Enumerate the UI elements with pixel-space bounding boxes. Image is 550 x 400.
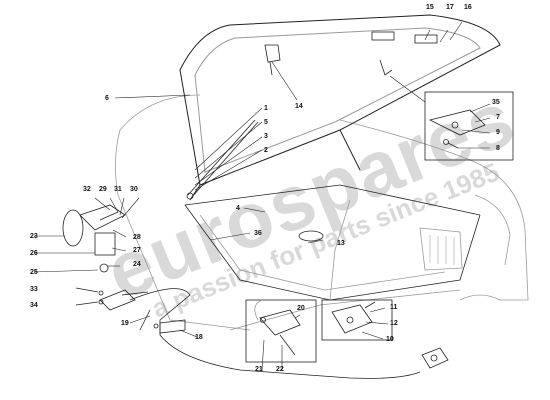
callout-3: 3 (264, 133, 268, 140)
callout-27: 27 (133, 247, 141, 254)
release-cable (129, 288, 421, 379)
callout-25: 25 (30, 269, 38, 276)
callout-14: 14 (295, 103, 303, 110)
callout-26: 26 (30, 250, 38, 257)
callout-31: 31 (114, 186, 122, 193)
callout-7: 7 (496, 114, 500, 121)
callout-11: 11 (390, 304, 398, 311)
callout-28: 28 (133, 234, 141, 241)
lid-clips (371, 31, 438, 44)
callout-33: 33 (30, 286, 38, 293)
callout-12: 12 (390, 320, 398, 327)
callout-32: 32 (83, 186, 91, 193)
striker-loop (379, 59, 393, 76)
callout-36: 36 (254, 230, 262, 237)
callout-15: 15 (426, 4, 434, 11)
callout-9: 9 (496, 129, 500, 136)
callout-24: 24 (133, 261, 141, 268)
callout-16: 16 (464, 4, 472, 11)
latch-assembly (421, 347, 449, 369)
callout-30: 30 (130, 186, 138, 193)
callout-4: 4 (236, 205, 240, 212)
callout-19: 19 (121, 320, 129, 327)
callout-5: 5 (264, 119, 268, 126)
lid-strut (186, 119, 259, 200)
actuator-detail (245, 299, 317, 363)
bump-stop (264, 44, 281, 76)
callout-35: 35 (492, 99, 500, 106)
cable-connector (153, 319, 186, 334)
callout-22: 22 (276, 366, 284, 373)
trunk-tub (184, 184, 481, 301)
trunk-lid (179, 14, 501, 201)
callout-21: 21 (255, 366, 263, 373)
callout-13: 13 (337, 240, 345, 247)
callout-8: 8 (496, 145, 500, 152)
callout-23: 23 (30, 233, 38, 240)
callout-10: 10 (386, 336, 394, 343)
release-handle (99, 289, 149, 311)
callout-29: 29 (99, 186, 107, 193)
leader-lines (33, 21, 491, 371)
callout-6: 6 (105, 95, 109, 102)
callout-18: 18 (195, 334, 203, 341)
callout-2: 2 (264, 147, 268, 154)
latch-detail (321, 299, 393, 341)
fasteners-left (75, 287, 104, 306)
hinge-detail (424, 91, 514, 161)
lock-cylinder-assembly (62, 204, 126, 273)
callout-20: 20 (297, 305, 305, 312)
callout-1: 1 (264, 105, 268, 112)
callout-34: 34 (30, 302, 38, 309)
callout-17: 17 (446, 4, 454, 11)
